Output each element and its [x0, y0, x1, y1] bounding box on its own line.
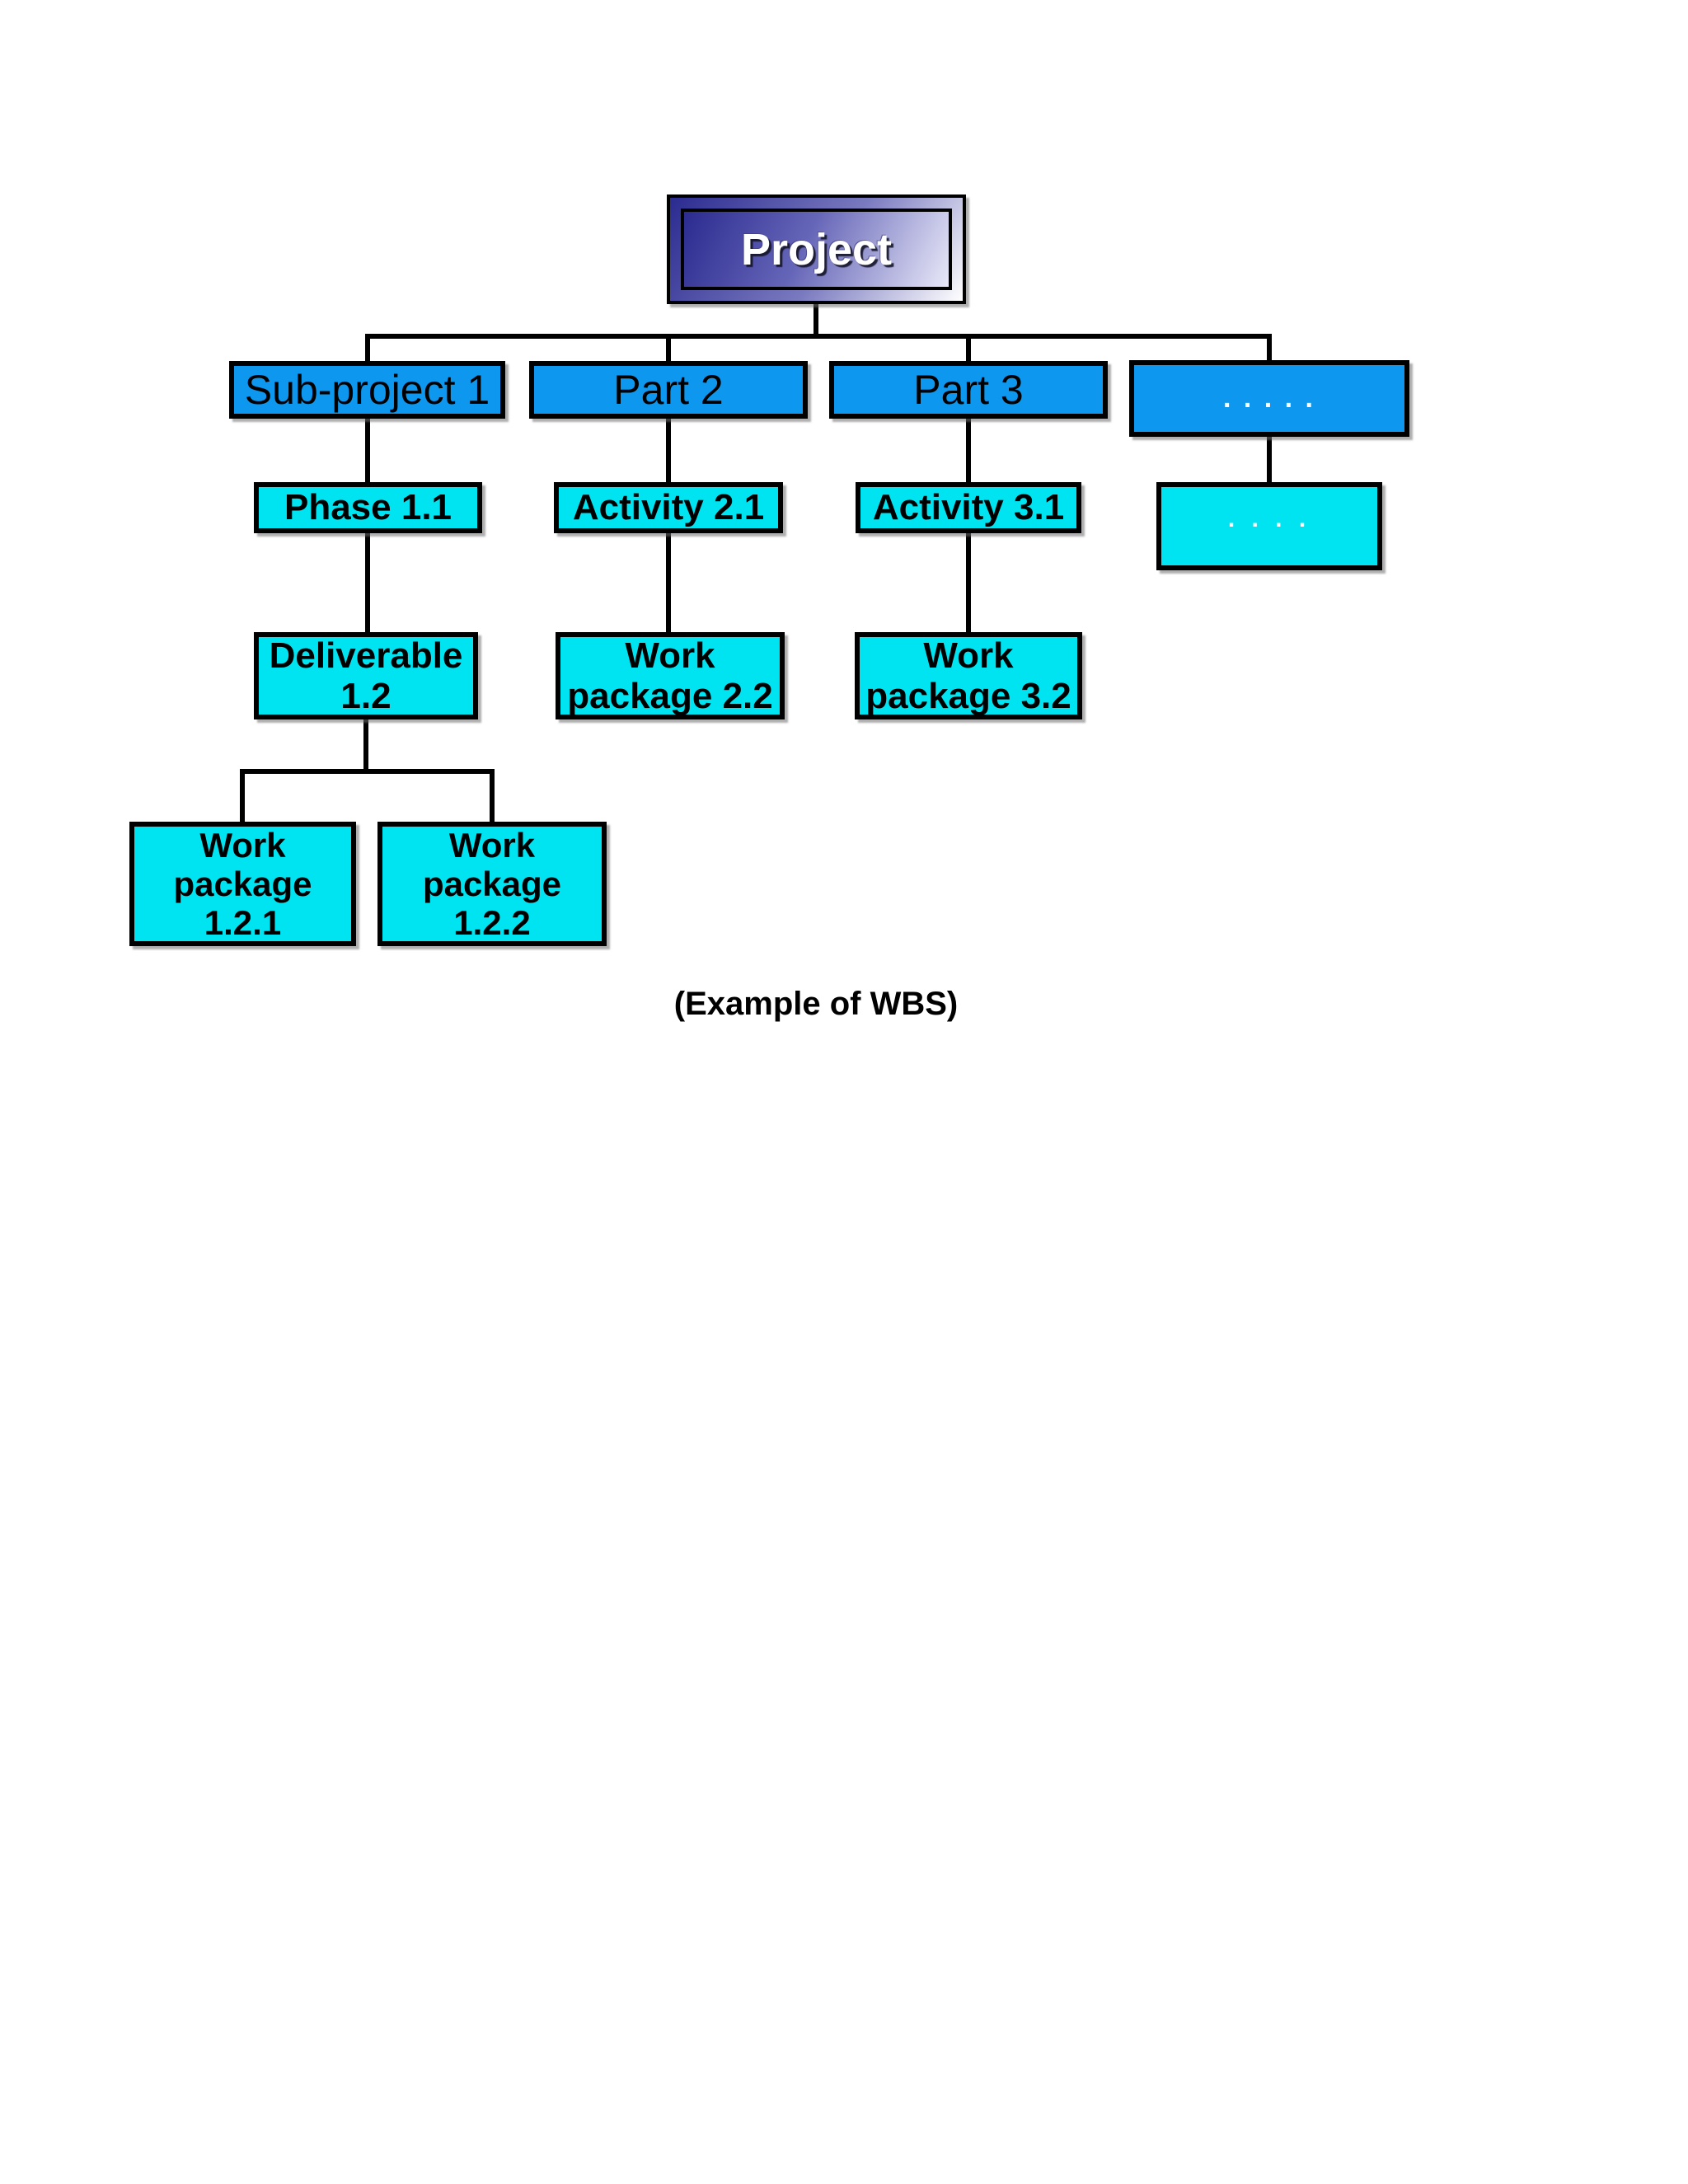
node-sub-project-1-label: Sub-project 1	[244, 367, 490, 413]
node-work-package-1-2-2-label: Work package 1.2.2	[422, 825, 562, 943]
node-more-activities: . . . .	[1156, 482, 1382, 570]
node-deliverable-1-2: Deliverable 1.2	[254, 632, 478, 719]
node-part-2-label: Part 2	[613, 367, 724, 413]
node-activity-2-1-label: Activity 2.1	[572, 487, 765, 528]
node-part-2: Part 2	[529, 361, 808, 419]
node-deliverable-1-2-label: Deliverable 1.2	[269, 635, 463, 716]
node-work-package-3-2: Work package 3.2	[855, 632, 1082, 719]
node-project: Project	[667, 194, 966, 304]
node-more-parts: . . . . .	[1129, 360, 1409, 437]
node-work-package-2-2-label: Work package 2.2	[567, 635, 773, 716]
node-activity-3-1-label: Activity 3.1	[872, 487, 1065, 528]
node-more-activities-label: . . . .	[1227, 505, 1311, 532]
node-part-3-label: Part 3	[913, 367, 1024, 413]
node-activity-2-1: Activity 2.1	[554, 482, 783, 533]
node-activity-3-1: Activity 3.1	[856, 482, 1081, 533]
diagram-caption: (Example of WBS)	[673, 986, 959, 1022]
node-project-label: Project	[740, 224, 893, 274]
node-phase-1-1-label: Phase 1.1	[284, 487, 452, 528]
node-work-package-1-2-1: Work package 1.2.1	[129, 822, 356, 946]
node-project-face: Project	[681, 209, 952, 290]
node-work-package-2-2: Work package 2.2	[556, 632, 785, 719]
node-work-package-1-2-2: Work package 1.2.2	[377, 822, 607, 946]
node-phase-1-1: Phase 1.1	[254, 482, 482, 533]
node-more-parts-label: . . . . .	[1222, 382, 1316, 415]
node-part-3: Part 3	[829, 361, 1108, 419]
node-work-package-1-2-1-label: Work package 1.2.1	[173, 825, 312, 943]
node-sub-project-1: Sub-project 1	[229, 361, 505, 419]
node-work-package-3-2-label: Work package 3.2	[865, 635, 1071, 716]
